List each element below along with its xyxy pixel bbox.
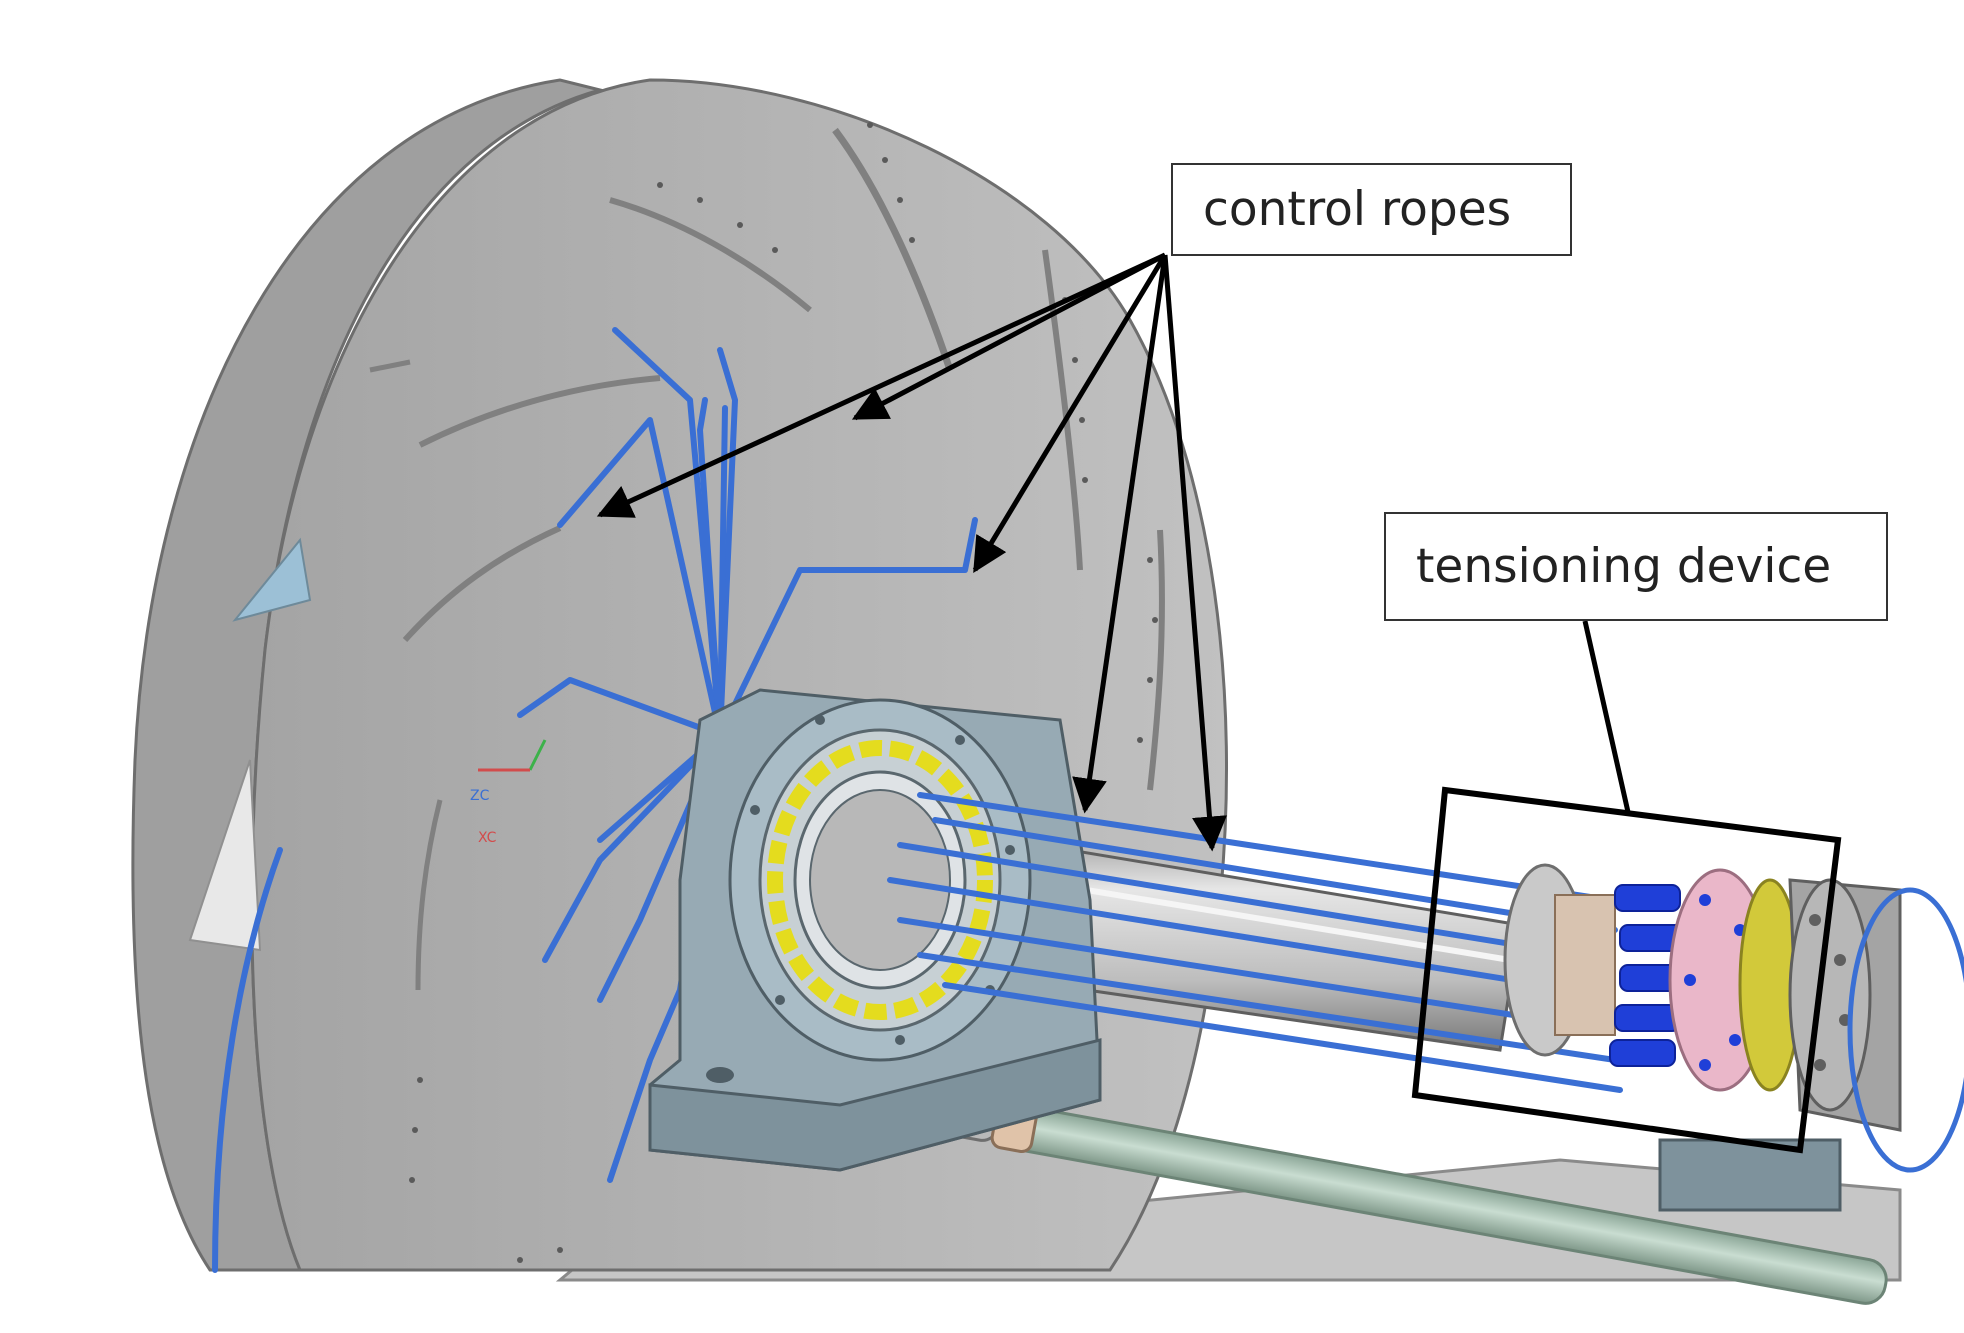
- tensioning-device-leader: [1582, 620, 1631, 813]
- label-tensioning-device: tensioning device: [1384, 512, 1888, 621]
- tensioning-device: [1503, 863, 1964, 1212]
- pillow-block-bearing: [648, 688, 1102, 1172]
- bearing-ring: [767, 740, 993, 1020]
- axis-triad: ZC XC: [470, 739, 547, 846]
- label-control-ropes-text: control ropes: [1203, 182, 1512, 237]
- axis-label-zc: ZC: [470, 788, 490, 804]
- tensioning-device-highlight: [1411, 786, 1842, 1154]
- control-ropes-arrows: [596, 252, 1227, 852]
- label-tensioning-device-text: tensioning device: [1416, 539, 1832, 594]
- control-ropes-along-shaft: [887, 792, 1623, 1093]
- label-control-ropes: control ropes: [1171, 163, 1572, 256]
- axis-label-xc: XC: [478, 830, 497, 846]
- wheel-rear-rim: [131, 78, 606, 1272]
